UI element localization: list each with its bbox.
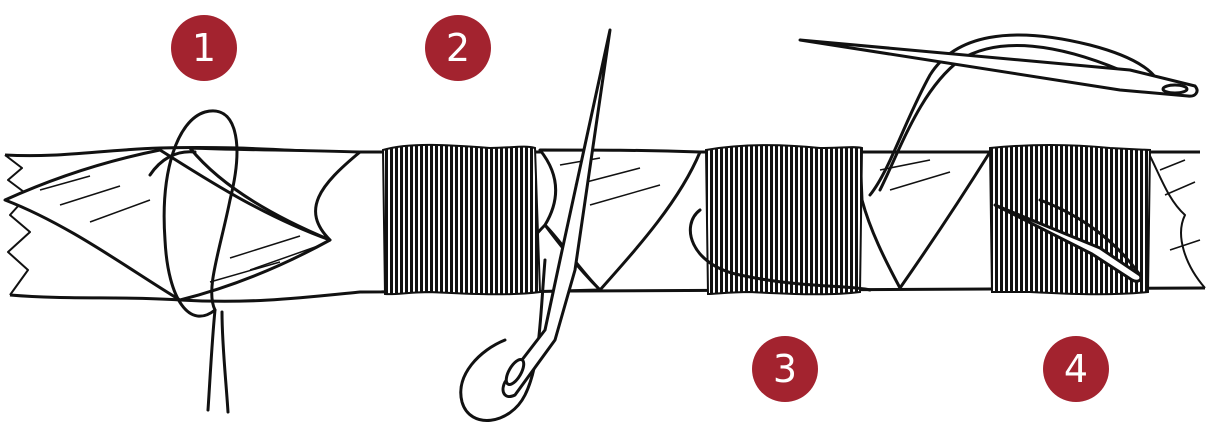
step-4-number: 4 [1064,350,1088,388]
step-3-badge: 3 [752,336,818,402]
step-2-badge: 2 [425,15,491,81]
step-1-number: 1 [192,29,216,67]
step-4-badge: 4 [1043,336,1109,402]
needle-icon [800,40,1197,96]
step-1-badge: 1 [171,15,237,81]
rope-strand [860,152,990,288]
thread-wrap-icon [383,145,540,294]
step-3-number: 3 [773,350,797,388]
step-2-number: 2 [446,29,470,67]
thread-wrappings [383,145,1150,294]
